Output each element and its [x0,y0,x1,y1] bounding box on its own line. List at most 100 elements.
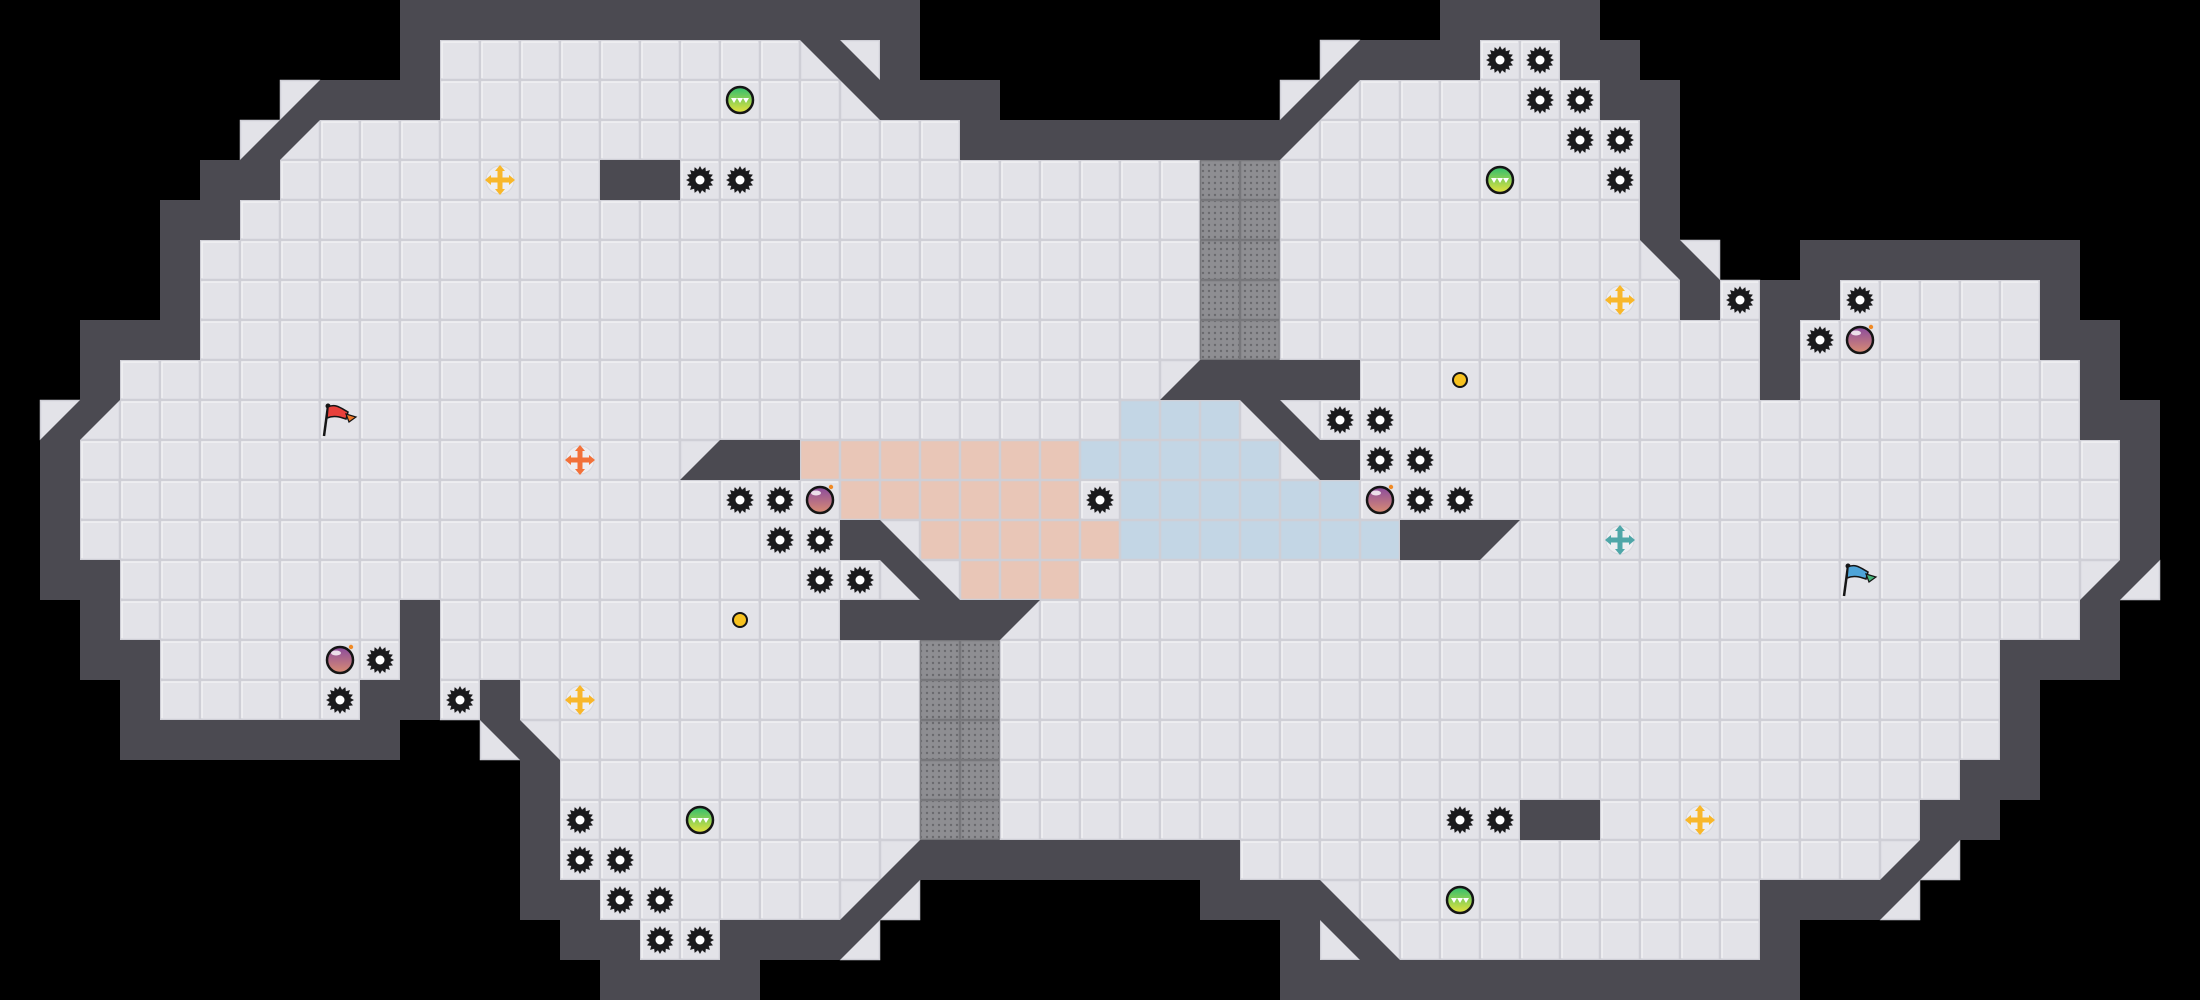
floor-tile [599,559,641,601]
floor-layer [39,39,2161,961]
wall-block [1360,960,1400,1000]
floor-tile [1759,519,1801,561]
tile-highlight [1921,561,1958,598]
tile-highlight [681,41,718,78]
tile-highlight [1401,321,1438,358]
wall-block [520,880,560,920]
floor-tile [959,359,1001,401]
floor-tile [1879,639,1921,681]
floor-tile [1519,919,1561,961]
wall-block [600,0,640,40]
wall-block [520,760,560,800]
tile-highlight [1241,601,1278,638]
wall-block [800,920,840,960]
floor-tile [239,399,281,441]
tile-highlight [1641,761,1678,798]
tile-highlight [1441,921,1478,958]
tile-highlight [921,241,958,278]
grate-tile [959,759,1001,801]
wall-block [400,80,440,120]
wall-block [800,0,840,40]
floor-tile [1879,519,1921,561]
tile-highlight [1601,321,1638,358]
wall-block [600,960,640,1000]
wall-block [2120,400,2160,440]
saw-blade-icon [1406,486,1434,514]
floor-tile [279,159,321,201]
tile-highlight [1841,721,1878,758]
floor-tile [639,679,681,721]
tile-highlight [1361,81,1398,118]
tile-highlight [1401,841,1438,878]
tile-highlight [1201,641,1238,678]
grate-tile [1199,279,1241,321]
floor-tile [1319,239,1361,281]
tile-highlight [1321,241,1358,278]
tile-highlight [1761,441,1798,478]
tile-highlight [1801,601,1838,638]
floor-tile [1439,759,1481,801]
floor-tile [1279,319,1321,361]
floor-tile [1719,799,1761,841]
tile-highlight [1001,161,1038,198]
tile-highlight [1721,681,1758,718]
tile-highlight [1001,281,1038,318]
tile-highlight [201,561,238,598]
floor-tile [879,719,921,761]
floor-tile [1639,879,1681,921]
tile-highlight [721,241,758,278]
tile-highlight [1401,481,1438,518]
grate-tile [1239,319,1281,361]
floor-tile [1519,839,1561,881]
floor-tile [679,559,721,601]
tile-highlight [1401,441,1438,478]
tile-highlight [641,561,678,598]
tile-highlight [321,281,358,318]
tile-highlight [561,641,598,678]
floor-tile [1399,559,1441,601]
tile-highlight [201,481,238,518]
tile-highlight [1161,681,1198,718]
floor-tile [159,359,201,401]
wall-block [2080,400,2120,440]
floor-tile [479,39,521,81]
tile-highlight [1601,841,1638,878]
tile-highlight [961,321,998,358]
tile-highlight [1681,601,1718,638]
wall-block [400,0,440,40]
tile-highlight [1681,521,1718,558]
floor-tile [799,199,841,241]
floor-tile [1319,799,1361,841]
tile-highlight [681,361,718,398]
floor-tile [1039,599,1081,641]
floor-tile [1479,119,1521,161]
floor-tile [1399,599,1441,641]
tile-highlight [1121,241,1158,278]
wall-block [520,800,560,840]
salmon-zone-tile [799,439,841,481]
wall-block [560,920,600,960]
tile-highlight [521,441,558,478]
floor-tile [1759,799,1801,841]
tile-highlight [1521,481,1558,518]
wall-block [1640,160,1680,200]
floor-tile [439,479,481,521]
saw-blade-icon [806,566,834,594]
floor-tile [1399,119,1441,161]
floor-tile [1359,239,1401,281]
tile-highlight [521,321,558,358]
wall-block [1480,0,1520,40]
tile-highlight [801,81,838,118]
floor-tile [799,759,841,801]
tile-highlight [1841,481,1878,518]
salmon-zone-tile [1039,559,1081,601]
tile-highlight [1681,881,1718,918]
wall-block [880,0,920,40]
floor-tile [1799,679,1841,721]
blue-zone-tile [1199,479,1241,521]
floor-tile [1519,719,1561,761]
floor-tile [1159,239,1201,281]
floor-tile [1359,719,1401,761]
tile-highlight [1401,641,1438,678]
